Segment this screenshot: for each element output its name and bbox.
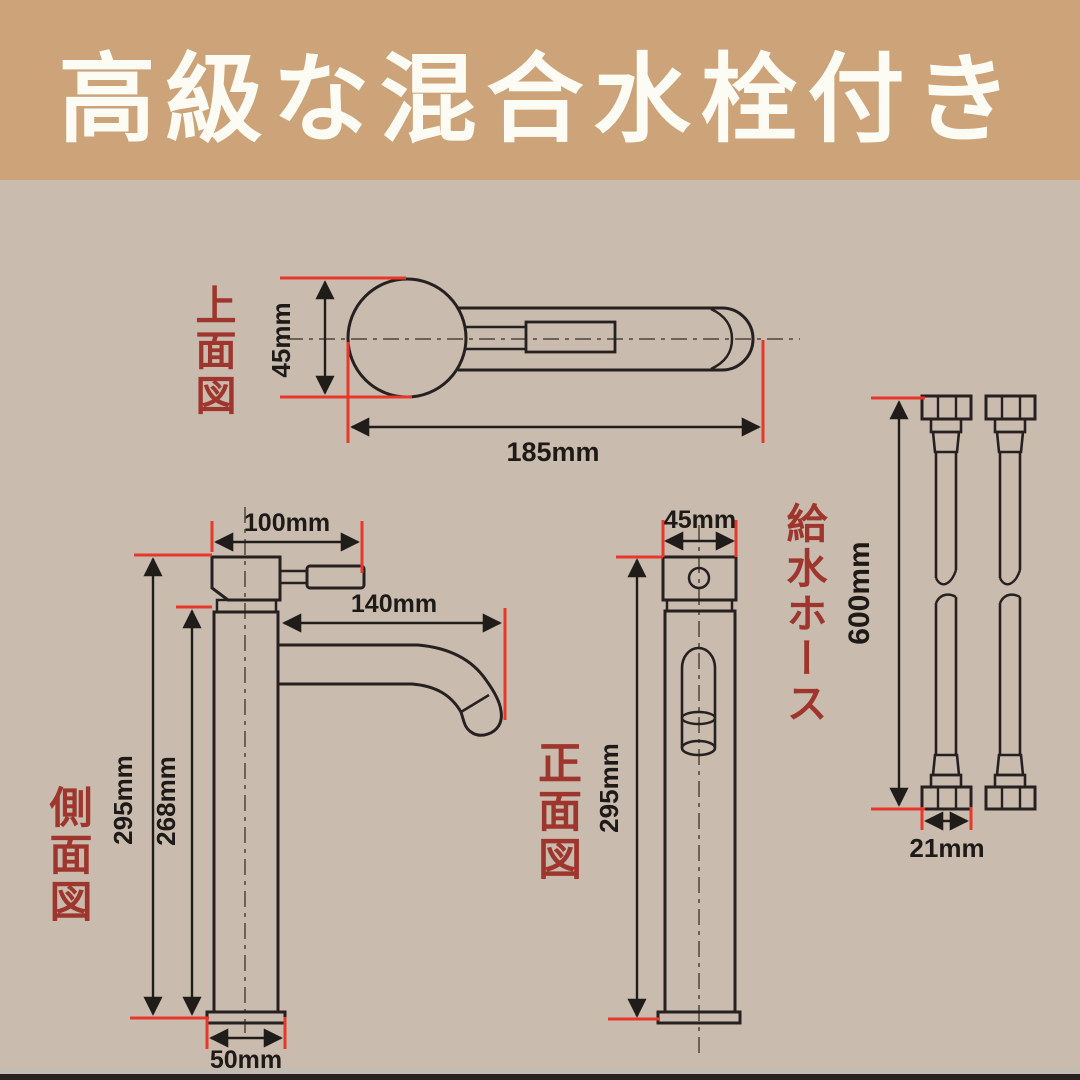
front-view-label: 正面図 [531,740,580,884]
front-view-drawing: 45mm 295mm [594,506,742,1055]
side-view-label: 側面図 [43,785,91,926]
hose-extension-lines [871,396,973,830]
faucet-handle-outline [458,306,755,372]
front-spout-joint-ellipse [680,710,717,726]
side-faucet-collar [215,598,278,614]
top-view-extension-lines [280,276,765,443]
hose-left [920,394,973,811]
handle-lever-inset [524,320,617,354]
front-handle-hole [687,566,711,590]
bottom-edge-light [0,1068,1080,1074]
dim-text-268mm: 268mm [151,756,181,846]
dim-text-600mm: 600mm [843,541,876,644]
dim-text-21mm: 21mm [909,833,984,863]
side-spout-outer-edge [278,643,503,737]
front-spout-capsule [680,646,717,748]
dim-text-140mm: 140mm [351,590,437,618]
front-spout-tip-ellipse [680,739,717,757]
hose-drawing: 600mm 21mm [843,394,1037,863]
side-spout-tip-face [460,693,490,714]
dim-text-185mm: 185mm [506,437,599,467]
dim-text-45mm-top: 45mm [266,302,296,377]
top-view-label: 上面図 [189,284,235,419]
dim-text-295mm-front: 295mm [594,743,624,833]
bottom-edge-dark [0,1074,1080,1080]
top-view-drawing: 45mm 185mm [266,276,800,467]
side-spout-inner-edge [278,682,463,713]
handle-end-dome-arc [710,307,734,371]
dim-text-100mm: 100mm [244,509,330,537]
title-banner: 高級な混合水栓付き [0,0,1080,180]
banner-title: 高級な混合水栓付き [58,44,1022,154]
hose-label: 給水ホース [780,502,826,727]
front-view-extension-lines [608,520,738,1021]
dim-text-295mm-side: 295mm [108,755,138,845]
side-view-drawing: 100mm 140mm 295mm 268mm 50mm [108,507,507,1074]
side-handle-rod [278,569,309,585]
handle-neck-lines [465,325,526,351]
hose-right [984,394,1037,811]
dim-text-45mm-front: 45mm [664,506,736,534]
side-view-extension-lines [130,521,507,1049]
side-handle-grip [305,564,366,590]
